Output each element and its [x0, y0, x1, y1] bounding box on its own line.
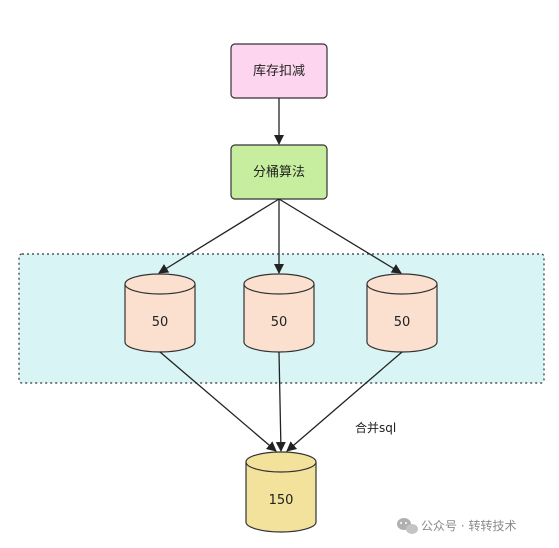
shard-cylinder-3: 50: [366, 273, 438, 353]
edge-shard-2-to-total: [275, 351, 286, 452]
bucket-algorithm-node: 分桶算法: [230, 144, 328, 200]
total-cylinder: 150: [245, 451, 317, 533]
merge-sql-label: 合并sql: [355, 420, 396, 435]
inventory-deduct-node: 库存扣减: [230, 43, 328, 99]
edge-shard-3-to-total: [286, 351, 403, 452]
shard-3-value: 50: [394, 315, 411, 330]
edge-bucket-to-shard-3: [278, 198, 402, 274]
edge-bucket-to-shard-1: [158, 198, 280, 274]
shard-cylinder-2: 50: [243, 273, 315, 353]
shard-2-value: 50: [271, 315, 288, 330]
edge-shard-1-to-total: [159, 351, 277, 452]
watermark-text: 公众号 · 转转技术: [421, 518, 516, 533]
inventory-deduct-label: 库存扣减: [253, 63, 305, 79]
watermark: 公众号 · 转转技术: [397, 518, 516, 534]
shard-1-value: 50: [152, 315, 169, 330]
bucket-algorithm-label: 分桶算法: [253, 165, 305, 180]
shard-cylinder-1: 50: [124, 273, 196, 353]
total-value: 150: [269, 493, 294, 508]
wechat-icon: [397, 518, 418, 534]
